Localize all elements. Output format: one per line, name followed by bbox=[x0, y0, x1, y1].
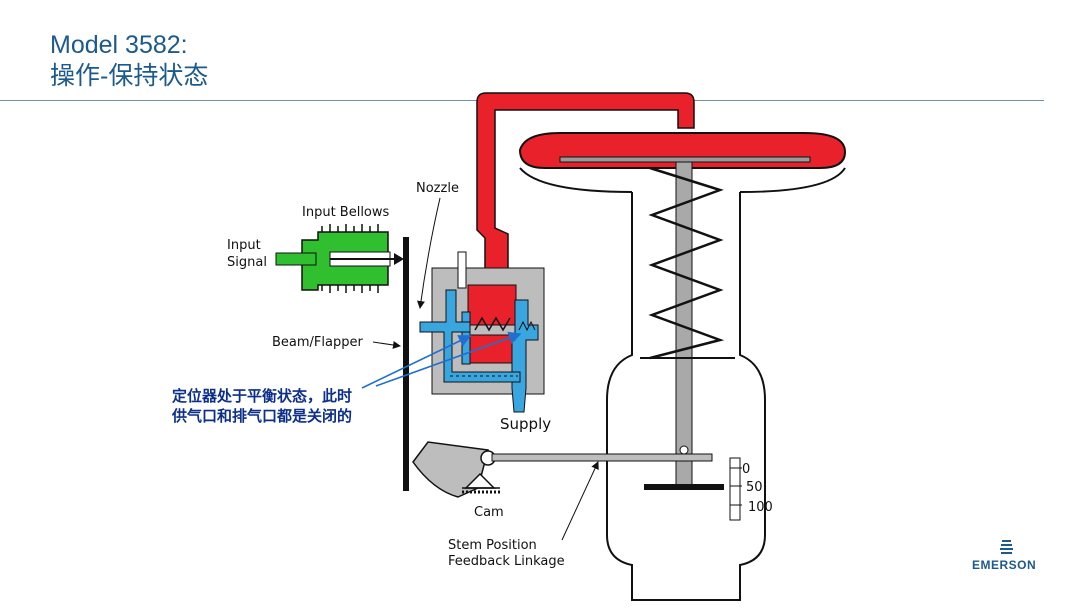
slide-title: Model 3582: 操作-保持状态 bbox=[50, 30, 208, 92]
relay-chamber-upper bbox=[467, 284, 517, 326]
input-bellows bbox=[275, 224, 404, 293]
label-feedback-1: Stem Position bbox=[448, 538, 537, 553]
feedback-linkage bbox=[491, 453, 713, 462]
diaphragm-plate bbox=[559, 156, 811, 163]
label-supply: Supply bbox=[500, 415, 551, 433]
stem-connector bbox=[644, 484, 724, 490]
slide-title-subtitle: 操作-保持状态 bbox=[50, 62, 209, 90]
label-feedback-2: Feedback Linkage bbox=[448, 554, 565, 569]
scale-mark-0: 0 bbox=[742, 462, 750, 477]
stroke-scale: 0 50 100 bbox=[729, 457, 773, 521]
actuator-spring bbox=[648, 166, 725, 360]
label-input-signal-1: Input bbox=[227, 238, 261, 253]
relay-spring bbox=[474, 316, 511, 332]
label-input-bellows: Input Bellows bbox=[302, 205, 390, 220]
supply-spring bbox=[518, 320, 536, 332]
relay-chamber-lower bbox=[467, 334, 517, 364]
annotation-line-1: 定位器处于平衡状态，此时 bbox=[172, 387, 352, 405]
label-beam-flapper: Beam/Flapper bbox=[272, 335, 363, 350]
label-nozzle: Nozzle bbox=[416, 181, 459, 196]
nozzle-passage bbox=[419, 289, 521, 383]
beam-flapper bbox=[403, 237, 409, 491]
label-cam: Cam bbox=[474, 505, 504, 520]
scale-mark-100: 100 bbox=[748, 500, 773, 515]
label-input-signal-2: Signal bbox=[227, 255, 267, 270]
annotation-line-2: 供气口和排气口都是关闭的 bbox=[171, 407, 352, 425]
emerson-logo-icon bbox=[1000, 540, 1013, 554]
emerson-logo-text: EMERSON bbox=[972, 558, 1037, 572]
stem-pin bbox=[679, 445, 689, 455]
relay-top-post bbox=[457, 251, 467, 289]
scale-mark-50: 50 bbox=[746, 480, 763, 495]
slide-title-model: Model 3582: bbox=[50, 31, 188, 59]
